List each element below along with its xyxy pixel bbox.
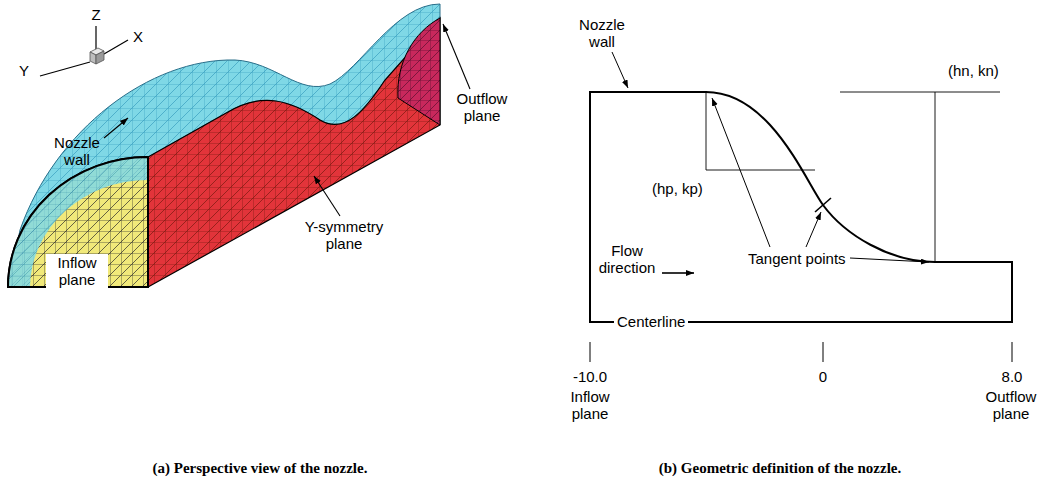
subfigure-caption: (b) Geometric definition of the nozzle. (540, 460, 1020, 477)
axis-label: Z (88, 6, 104, 23)
leader-lines (104, 24, 470, 216)
dimension-label: 8.0 (997, 368, 1027, 385)
part-label: Y-symmetry plane (300, 218, 388, 253)
outflow-plane (398, 18, 440, 125)
part-label: Inflow plane (46, 254, 108, 289)
nozzle-profile (590, 92, 1012, 322)
part-label: Outflow plane (452, 90, 512, 125)
flow-label: Flow direction (596, 242, 658, 277)
axis-label: Y (16, 62, 32, 79)
callout-label: Tangent points (748, 250, 846, 267)
coordinate-label: (hn, kn) (948, 62, 999, 79)
part-label: Nozzle wall (574, 16, 630, 51)
part-label: Nozzle wall (50, 134, 104, 169)
dimension-label: 0 (813, 368, 833, 385)
leader-lines (612, 52, 929, 273)
axis-label: Centerline (614, 313, 688, 330)
axis-cube (90, 48, 104, 64)
axis-triad (40, 26, 128, 76)
dimension-label: -10.0 (570, 368, 610, 385)
station-ticks (590, 342, 1012, 362)
axis-label: X (130, 28, 146, 45)
part-label: Outflow plane (982, 388, 1040, 423)
construction-lines (706, 92, 1000, 262)
nozzle-wall-surface (8, 4, 440, 287)
part-label: Inflow plane (562, 388, 618, 423)
coordinate-label: (hp, kp) (652, 180, 703, 197)
symmetry-plane (148, 18, 440, 287)
subfigure-caption: (a) Perspective view of the nozzle. (20, 460, 500, 477)
